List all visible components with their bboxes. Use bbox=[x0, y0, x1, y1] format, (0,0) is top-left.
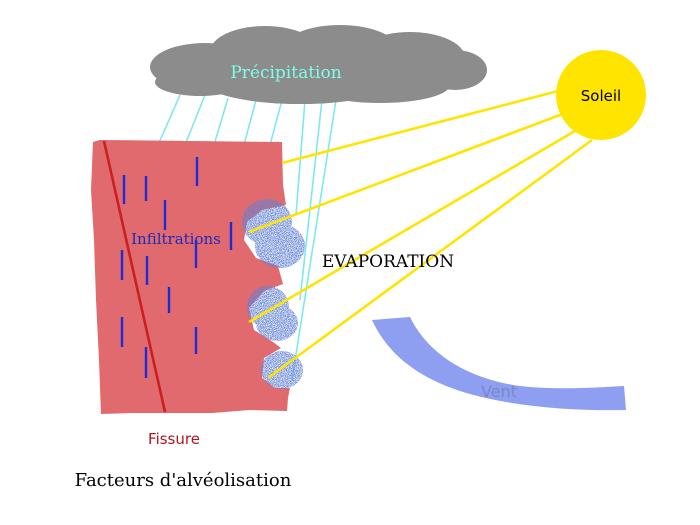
precipitation-label: Précipitation bbox=[230, 63, 341, 83]
sun-rays bbox=[248, 88, 593, 380]
infiltration-label: Infiltrations bbox=[131, 230, 221, 248]
alveoli bbox=[242, 199, 305, 389]
wind-label: Vent bbox=[481, 382, 517, 401]
fissure-label: Fissure bbox=[148, 430, 200, 448]
infiltration-marks bbox=[120, 157, 233, 378]
diagram-caption: Facteurs d'alvéolisation bbox=[75, 470, 292, 491]
fissure-line bbox=[102, 140, 167, 413]
evaporation-label: EVAPORATION bbox=[322, 252, 454, 272]
cloud bbox=[150, 25, 487, 104]
sun bbox=[556, 50, 646, 140]
alveolus-top bbox=[242, 199, 305, 268]
wind-arrow bbox=[372, 317, 626, 411]
sun-label: Soleil bbox=[581, 87, 621, 105]
rock-mass bbox=[91, 140, 290, 414]
